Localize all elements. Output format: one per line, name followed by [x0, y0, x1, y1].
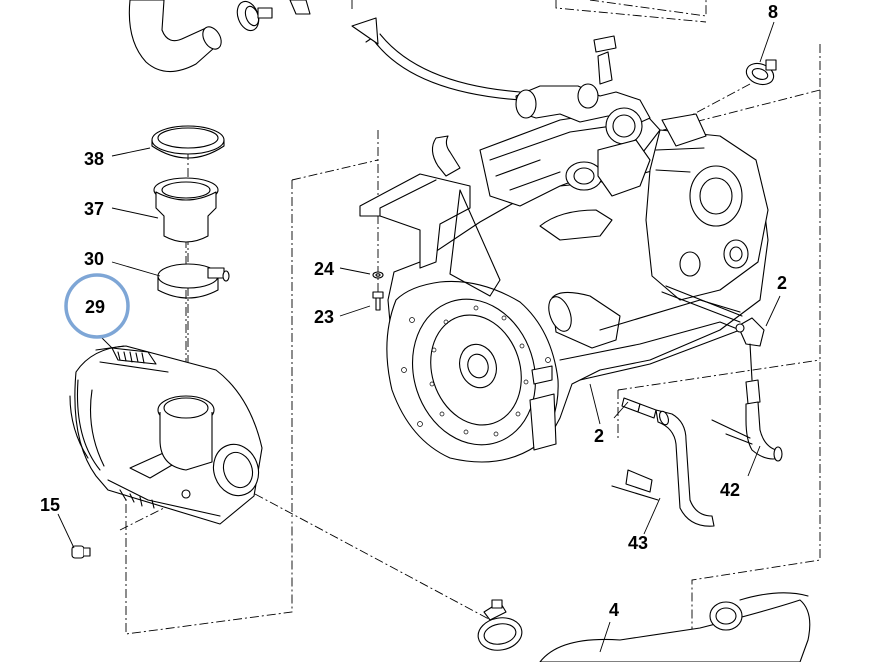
seal-ring-38	[151, 125, 225, 159]
sensor-fitting-2	[735, 317, 765, 381]
callout-43: 43	[628, 533, 648, 553]
callout-24: 24	[314, 259, 334, 279]
callout-15: 15	[40, 495, 60, 515]
callout-23: 23	[314, 307, 334, 327]
callout-8: 8	[768, 2, 778, 22]
air-filter-housing-29	[69, 345, 263, 525]
callout-29: 29	[85, 297, 105, 317]
hose-clamp-30	[157, 263, 230, 299]
leader-lines	[57, 21, 781, 653]
drain-valve-15	[71, 545, 91, 559]
callout-labels: 8 38 37 30 29 24 23 2 2 15 42 43 4	[40, 2, 787, 620]
hose-clamp-8	[745, 59, 777, 86]
callout-37: 37	[84, 199, 104, 219]
direction-arrow	[351, 17, 521, 101]
hose-42	[711, 379, 783, 462]
hose-clamp-top	[236, 0, 311, 32]
adapter-sleeve-37	[153, 177, 219, 243]
callout-4: 4	[609, 600, 619, 620]
hose-4	[539, 592, 811, 662]
upper-hose	[128, 0, 222, 73]
callout-42: 42	[720, 480, 740, 500]
fuel-line-43	[611, 397, 715, 527]
hose-clamp-bottom	[477, 599, 523, 651]
highlight-circle	[64, 273, 130, 339]
engine-assembly	[359, 35, 769, 463]
callout-30: 30	[84, 249, 104, 269]
washer-24	[372, 271, 384, 279]
callout-2-engine: 2	[594, 426, 604, 446]
callout-38: 38	[84, 149, 104, 169]
callout-2-sensor: 2	[777, 273, 787, 293]
bolt-23	[372, 291, 384, 311]
